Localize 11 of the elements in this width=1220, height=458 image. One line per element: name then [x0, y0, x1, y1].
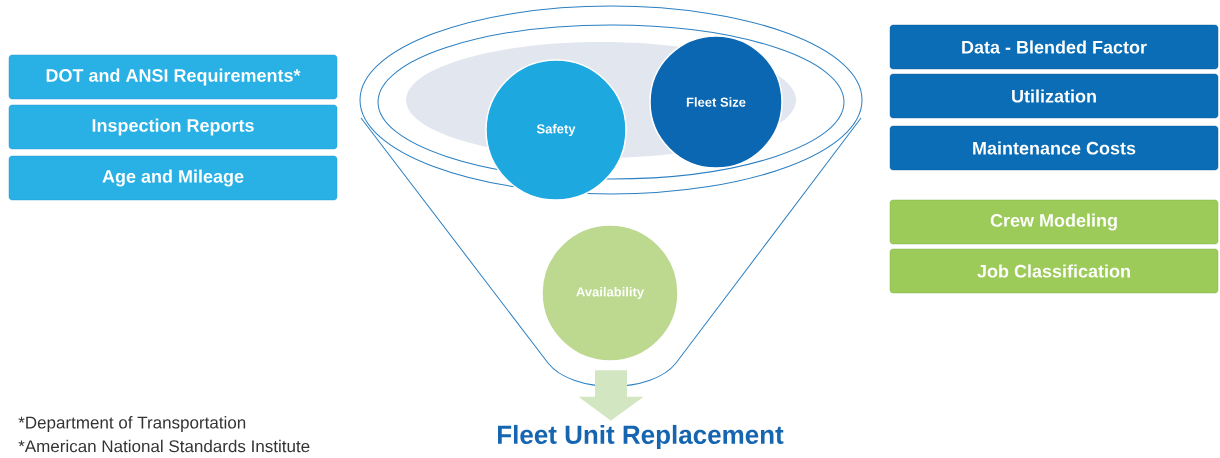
- input-box: Age and Mileage: [8, 155, 338, 201]
- footnote: *Department of Transportation: [18, 416, 246, 432]
- factor-box: Maintenance Costs: [889, 125, 1219, 171]
- factor-box: Crew Modeling: [889, 199, 1219, 245]
- input-box: Inspection Reports: [8, 104, 338, 150]
- factor-box: Job Classification: [889, 248, 1219, 294]
- factor-box: Data - Blended Factor: [889, 24, 1219, 70]
- input-box: DOT and ANSI Requirements*: [8, 54, 338, 100]
- factor-box: Utilization: [889, 73, 1219, 119]
- footnote: *American National Standards Institute: [18, 439, 310, 453]
- result-title: Fleet Unit Replacement: [498, 424, 784, 450]
